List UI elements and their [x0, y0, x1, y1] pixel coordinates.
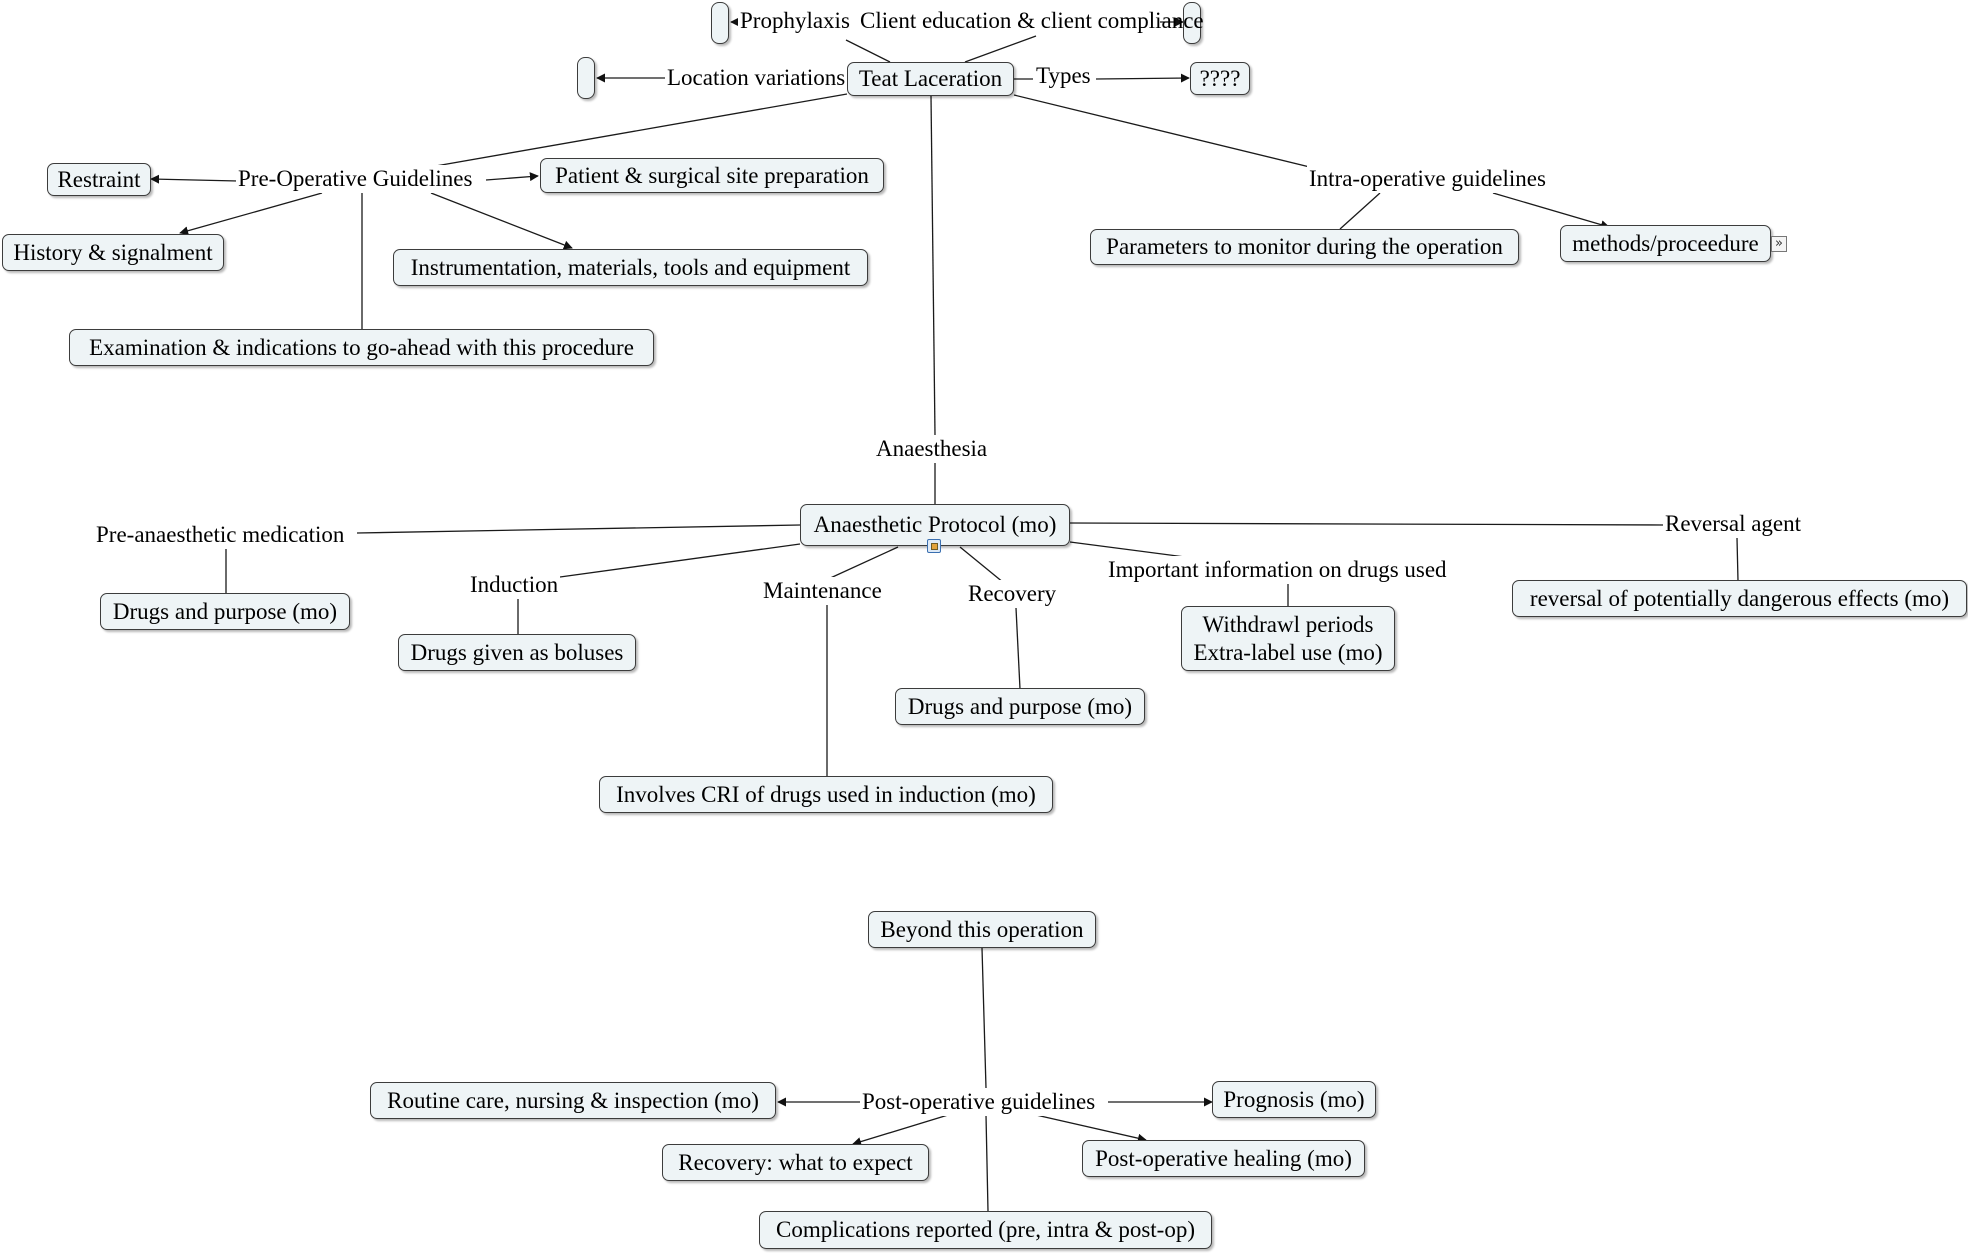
prophylaxis-link-label: Prophylaxis: [738, 7, 852, 35]
post-op-healing-node[interactable]: Post-operative healing (mo): [1082, 1140, 1365, 1177]
post-operative-guidelines-label: Post-operative guidelines: [860, 1088, 1098, 1116]
link-protocol-induction: [559, 543, 801, 578]
reversal-agent-label: Reversal agent: [1663, 510, 1804, 538]
link-center-preop: [429, 93, 848, 168]
link-types-target: [1095, 73, 1190, 83]
reversal-effects-node[interactable]: reversal of potentially dangerous effect…: [1512, 580, 1967, 617]
induction-label: Induction: [468, 571, 561, 599]
extra-label-use-text: Extra-label use (mo): [1193, 639, 1383, 665]
anaesthetic-protocol-node[interactable]: Anaesthetic Protocol (mo): [800, 504, 1070, 546]
patient-prep-node[interactable]: Patient & surgical site preparation: [540, 158, 884, 193]
anaesthesia-link-label: Anaesthesia: [874, 435, 990, 463]
link-protocol-recovery: [959, 546, 1005, 584]
withdrawl-periods-text: Withdrawl periods: [1202, 611, 1374, 637]
recovery-label: Recovery: [966, 580, 1059, 608]
maintenance-drugs-node[interactable]: Involves CRI of drugs used in induction …: [599, 776, 1053, 813]
examination-node[interactable]: Examination & indications to go-ahead wi…: [69, 329, 654, 366]
methods-node[interactable]: methods/proceedure: [1560, 225, 1771, 262]
history-signalment-node[interactable]: History & signalment: [2, 234, 224, 271]
link-intraop-parameters: [1339, 192, 1381, 230]
link-center-prophylaxis: [845, 39, 891, 63]
link-preop-history: [179, 192, 323, 236]
link-protocol-reversal: [1069, 522, 1665, 526]
link-center-intraop: [1013, 94, 1323, 171]
types-target-node[interactable]: ????: [1190, 62, 1250, 95]
central-concept-node[interactable]: Teat Laceration: [847, 62, 1014, 96]
maintenance-label: Maintenance: [761, 577, 884, 605]
routine-care-node[interactable]: Routine care, nursing & inspection (mo): [370, 1082, 776, 1119]
expand-icon[interactable]: »: [1771, 236, 1787, 252]
pre-operative-guidelines-label: Pre-Operative Guidelines: [236, 165, 475, 193]
link-postop-healing: [1035, 1114, 1147, 1143]
submap-icon[interactable]: [927, 539, 941, 553]
complications-node[interactable]: Complications reported (pre, intra & pos…: [759, 1211, 1212, 1249]
link-preop-restraint: [150, 174, 239, 184]
intra-operative-guidelines-label: Intra-operative guidelines: [1307, 165, 1548, 193]
restraint-node[interactable]: Restraint: [47, 163, 151, 196]
link-protocol-premed: [356, 524, 801, 534]
location-variations-link-label: Location variations: [665, 64, 848, 92]
withdrawl-extralabel-node[interactable]: Withdrawl periods Extra-label use (mo): [1181, 606, 1395, 671]
link-postop-recovery: [852, 1114, 949, 1146]
beyond-operation-node[interactable]: Beyond this operation: [868, 911, 1096, 948]
induction-drugs-node[interactable]: Drugs given as boluses: [398, 634, 636, 671]
important-info-label: Important information on drugs used: [1106, 556, 1449, 584]
location-variations-empty-node[interactable]: [577, 57, 595, 99]
link-center-anaesthesia: [930, 95, 936, 436]
link-recovery-target: [1015, 607, 1021, 690]
recovery-drugs-node[interactable]: Drugs and purpose (mo): [895, 688, 1145, 725]
premed-drugs-node[interactable]: Drugs and purpose (mo): [100, 593, 350, 630]
link-preop-patientprep: [485, 172, 539, 182]
parameters-node[interactable]: Parameters to monitor during the operati…: [1090, 229, 1519, 265]
link-preop-instrumentation: [430, 192, 573, 250]
link-center-client-edu: [964, 35, 1037, 63]
client-education-empty-node[interactable]: [1183, 2, 1201, 44]
link-postop-complications: [985, 1114, 989, 1212]
link-reversal-target: [1736, 537, 1739, 582]
pre-anaesthetic-medication-label: Pre-anaesthetic medication: [94, 521, 347, 549]
prognosis-node[interactable]: Prognosis (mo): [1212, 1081, 1376, 1118]
link-protocol-maintenance: [825, 546, 899, 581]
types-link-label: Types: [1034, 62, 1093, 90]
link-intraop-methods: [1492, 192, 1610, 230]
prophylaxis-empty-node[interactable]: [711, 2, 729, 44]
recovery-expect-node[interactable]: Recovery: what to expect: [662, 1144, 929, 1181]
link-beyond-postop: [981, 947, 987, 1089]
instrumentation-node[interactable]: Instrumentation, materials, tools and eq…: [393, 249, 868, 286]
client-education-link-label: Client education & client compliance: [860, 8, 1204, 33]
